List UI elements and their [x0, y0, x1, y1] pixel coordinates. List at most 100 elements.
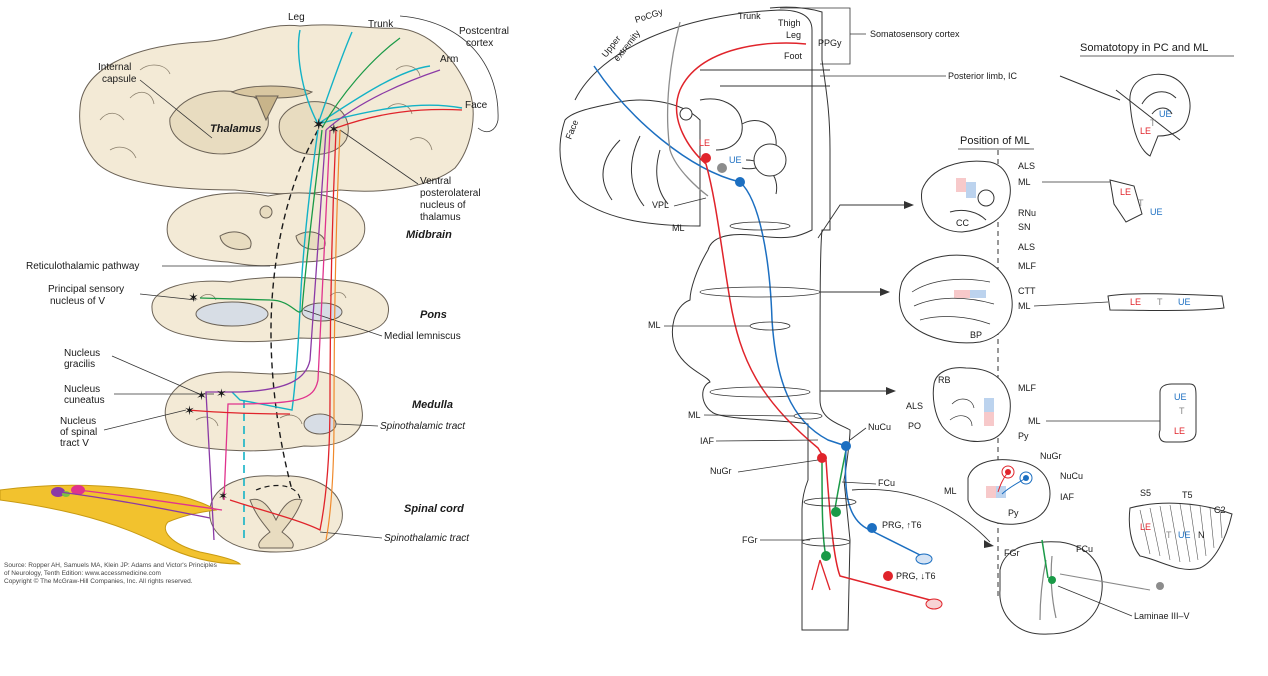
label-cuneatus-1: Nucleus [64, 384, 100, 395]
derm-c2: C2 [1214, 505, 1226, 515]
leader-nucu [849, 427, 867, 441]
gracilis-star: ✶ [196, 388, 207, 403]
ml-shape-2-le: LE [1130, 297, 1141, 307]
label-le-thalamus: LE [699, 138, 710, 148]
prg-up-blue [844, 449, 923, 557]
label-arm: Arm [440, 54, 458, 65]
derm-t: T [1166, 530, 1172, 540]
ml-shape-2-ue: UE [1178, 297, 1191, 307]
le-fgr-green [821, 459, 827, 557]
med-po: PO [908, 421, 921, 431]
ml-rings [699, 221, 857, 547]
label-thigh: Thigh [778, 18, 801, 28]
pons-bp: BP [970, 330, 982, 340]
label-principal-2: nucleus of V [50, 296, 105, 307]
ue-neuron-thalamus [735, 177, 745, 187]
pons-section [151, 276, 389, 343]
somatotopy-le: LE [1140, 126, 1151, 136]
med-mlf: MLF [1018, 383, 1037, 393]
prg-up-neuron [867, 523, 877, 533]
lmed-ml: ML [944, 486, 957, 496]
label-vpl-3: nucleus of [420, 200, 466, 211]
ml-shape-1-ue: UE [1150, 207, 1163, 217]
ml-spinal-section [999, 539, 1164, 635]
ml-pons-section [898, 254, 1013, 344]
somatotopy-title: Somatotopy in PC and ML [1080, 42, 1208, 54]
right-panel: PoCGy Trunk Thigh Leg Foot PPGy Somatose… [559, 6, 1234, 635]
postcentral-bracket [399, 15, 499, 133]
label-vpl-2: posterolateral [420, 188, 481, 199]
label-spinal-cord: Spinal cord [404, 503, 464, 515]
vpl-star-cyan: ✶ [312, 117, 325, 134]
leader-vpl-r [673, 197, 707, 207]
cerebrum-section [79, 24, 474, 195]
label-spinothalamic-1: Spinothalamic tract [380, 421, 466, 432]
ml-shape-1-le: LE [1120, 187, 1131, 197]
sp-fgr: FGr [1004, 548, 1020, 558]
nucu-neuron [841, 441, 851, 451]
label-postcentral: Postcentral [459, 26, 509, 37]
pons-als: ALS [1018, 242, 1035, 252]
leader-nugr [737, 459, 819, 473]
label-face: Face [465, 100, 488, 111]
label-cortex: cortex [466, 38, 493, 49]
cuneatus-star: ✶ [216, 386, 227, 401]
label-prg-down: PRG, ↓T6 [896, 571, 936, 581]
principal-star: ✶ [188, 290, 199, 305]
pons-leader [1033, 301, 1109, 307]
label-pocgy: PoCGy [634, 6, 665, 25]
nugr-neuron [817, 453, 827, 463]
pons-ml: ML [1018, 301, 1031, 311]
label-vpl-r: VPL [652, 200, 669, 210]
med-als: ALS [906, 401, 923, 411]
label-pons: Pons [420, 309, 447, 321]
lmed-nucu: NuCu [1060, 471, 1083, 481]
med-rb: RB [938, 375, 951, 385]
label-nucu-r: NuCu [868, 422, 891, 432]
label-gracilis-2: gracilis [64, 359, 95, 370]
sp-leader [1057, 585, 1133, 617]
position-title: Position of ML [960, 135, 1030, 147]
label-gracilis-1: Nucleus [64, 348, 100, 359]
fgr-neuron [821, 551, 831, 561]
label-fgr-r: FGr [742, 535, 758, 545]
leader-spinalV [103, 409, 187, 431]
spinal-star: ✶ [218, 489, 228, 503]
derm-ue: UE [1178, 530, 1191, 540]
label-midbrain: Midbrain [406, 229, 452, 241]
ml-shape-2-t: T [1157, 297, 1163, 307]
label-internal-capsule-1: Internal [98, 62, 131, 73]
leader-ml-3 [703, 414, 795, 417]
somatotopy-figure [1059, 73, 1191, 157]
label-trunk-r: Trunk [738, 11, 761, 21]
brainstem-outline [574, 6, 851, 631]
left-panel: Leg Trunk Postcentral cortex Arm Face In… [0, 12, 509, 585]
leader-medial-lemniscus [303, 309, 383, 337]
derm-s5: S5 [1140, 488, 1151, 498]
prg-down-neuron [883, 571, 893, 581]
ml-shape-2 [1107, 293, 1225, 311]
label-trunk: Trunk [368, 19, 394, 30]
midbrain-section [166, 192, 366, 267]
pons-ctt: CTT [1018, 286, 1036, 296]
le-neuron-thalamus [701, 153, 711, 163]
label-ml-1: ML [672, 223, 685, 233]
label-thalamus: Thalamus [210, 123, 261, 135]
leader-gracilis [111, 355, 205, 397]
ue-pathway-blue [593, 65, 847, 447]
ml-shape-1-t: T [1138, 198, 1144, 208]
hemisphere-section [559, 99, 701, 227]
section-arrows [817, 204, 991, 543]
label-somatosensory: Somatosensory cortex [870, 29, 960, 39]
mb-sn: SN [1018, 222, 1031, 232]
ml-shape-1 [1109, 179, 1143, 223]
cortex-bracket [780, 7, 866, 65]
label-spinothalamic-2: Spinothalamic tract [384, 533, 470, 544]
somatotopy-ue: UE [1159, 109, 1172, 119]
fcu-neuron [831, 507, 841, 517]
lmed-py: Py [1008, 508, 1019, 518]
spinalV-star: ✶ [184, 403, 195, 418]
label-vpl-4: thalamus [420, 212, 461, 223]
ml-lower-medulla-section [967, 459, 1051, 525]
